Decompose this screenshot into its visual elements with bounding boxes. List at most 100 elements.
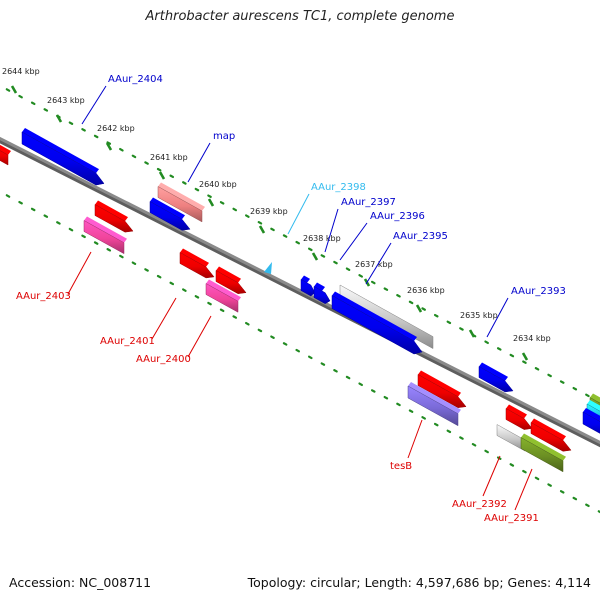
upper-tick-track-dot (307, 247, 313, 252)
gene-label-leader (151, 297, 177, 340)
gene-label: AAur_2404 (108, 74, 163, 85)
lower-tick-track-dot (156, 274, 162, 279)
upper-tick-track-dot (257, 220, 263, 225)
kbp-tick-label: 2635 kbp (460, 311, 498, 320)
upper-tick-track-dot (446, 320, 452, 325)
gene-AAur_2404 (21, 131, 105, 186)
kbp-tick-mark (55, 114, 63, 123)
upper-tick-track-dot (459, 327, 464, 331)
gene-label: AAur_2403 (16, 291, 71, 302)
lower-tick-track-dot (433, 422, 439, 427)
lower-tick-track-dot (534, 476, 540, 481)
gene-edge-blue (582, 411, 600, 434)
gene-label: AAur_2398 (311, 182, 366, 193)
lower-tick-track-dot (295, 348, 301, 353)
gene-blue-long (331, 295, 423, 355)
upper-tick-track-dot (534, 367, 540, 371)
lower-tick-track-dot (245, 321, 250, 326)
upper-tick-track-dot (156, 167, 162, 172)
kbp-tick-mark (311, 252, 319, 261)
gene-AAur_2392a-top (506, 404, 527, 419)
lower-tick-track-dot (459, 436, 464, 440)
kbp-tick-label: 2634 kbp (513, 334, 551, 343)
lower-tick-track-dot (219, 308, 225, 313)
gene-label: AAur_2392 (452, 499, 507, 510)
upper-tick-track-dot (522, 360, 527, 364)
gene-label: AAur_2393 (511, 286, 566, 297)
gene-AAur_2395 (339, 284, 434, 350)
gene-AAur_2396-top (314, 282, 325, 291)
upper-tick-track-dot (383, 287, 389, 291)
gene-label: map (213, 131, 235, 142)
kbp-tick-label: 2642 kbp (97, 124, 135, 133)
kbp-tick-mark (207, 198, 215, 207)
upper-tick-track-dot (396, 294, 401, 298)
lower-tick-track-dot (370, 389, 376, 393)
lower-tick-track-dot (559, 490, 565, 494)
gene-left-edge-top (0, 144, 11, 155)
gene-edge-olive-top (590, 393, 600, 404)
gene-AAur_2403-top (84, 216, 127, 243)
lower-tick-track-dot (93, 241, 99, 245)
upper-tick-track-dot (144, 161, 149, 165)
lower-tick-track-dot (56, 221, 61, 225)
upper-tick-track-dot (370, 280, 376, 285)
lower-tick-track-dot (144, 268, 149, 272)
lower-tick-track-dot (396, 402, 401, 407)
gene-AAur_2397-top (301, 275, 310, 283)
gene-label-leader (486, 297, 509, 338)
map-title: Arthrobacter aurescens TC1, complete gen… (145, 9, 455, 24)
lower-tick-track-dot (106, 248, 112, 252)
gene-edge-blue-top (583, 408, 600, 422)
upper-tick-track-dot (295, 240, 301, 245)
kbp-tick-mark (415, 304, 423, 313)
upper-tick-track-dot (408, 300, 414, 305)
gene-red-2391a-top (531, 418, 566, 441)
upper-tick-track-dot (270, 227, 275, 232)
lower-tick-track-dot (307, 355, 313, 360)
lower-tick-track-dot (585, 503, 590, 508)
lower-tick-track-dot (547, 483, 552, 487)
lower-tick-track-dot (182, 288, 187, 292)
upper-tick-track-dot (232, 207, 238, 212)
lower-tick-track-dot (358, 382, 363, 387)
gene-label-leader (514, 468, 533, 511)
lower-tick-track-dot (207, 301, 212, 306)
kbp-tick-mark (468, 329, 476, 338)
accession-text: Accession: NC_008711 (9, 575, 152, 590)
upper-tick-track-dot (572, 386, 578, 391)
lower-tick-track-dot (30, 207, 36, 212)
gene-AAur_2393 (478, 366, 514, 393)
gene-AAur_2396 (313, 286, 331, 305)
gene-edge-cyan-top (587, 400, 600, 412)
gene-label: tesB (390, 461, 412, 472)
gene-label-leader (67, 251, 92, 295)
kbp-tick-label: 2644 kbp (2, 67, 40, 76)
lower-tick-track-dot (131, 261, 137, 266)
lower-tick-track-dot (572, 496, 578, 501)
lower-tick-track-dot (282, 342, 288, 346)
gene-map (157, 186, 203, 223)
upper-tick-track-dot (93, 134, 99, 139)
lower-tick-track-dot (81, 234, 86, 239)
gene-red-2401a-top (180, 248, 209, 267)
gene-AAur_2397 (300, 279, 316, 297)
lower-tick-track-dot (333, 369, 338, 373)
gene-label: AAur_2395 (393, 231, 448, 242)
gene-blue-2-top (150, 197, 185, 220)
gene-AAur_2392-top (497, 420, 528, 441)
lower-tick-track-dot (18, 200, 23, 205)
gene-tesB (407, 385, 459, 427)
lower-tick-track-dot (257, 328, 263, 333)
upper-tick-track-dot (282, 234, 288, 238)
gene-tesB-top (408, 382, 461, 414)
gene-AAur_2403 (83, 220, 125, 255)
gene-label-leader (482, 455, 501, 497)
upper-tick-track-dot (194, 187, 200, 192)
upper-tick-track-dot (509, 353, 515, 358)
gene-label-leader (287, 193, 310, 235)
gene-AAur_2404-top (22, 128, 99, 174)
lower-tick-track-dot (408, 409, 414, 413)
